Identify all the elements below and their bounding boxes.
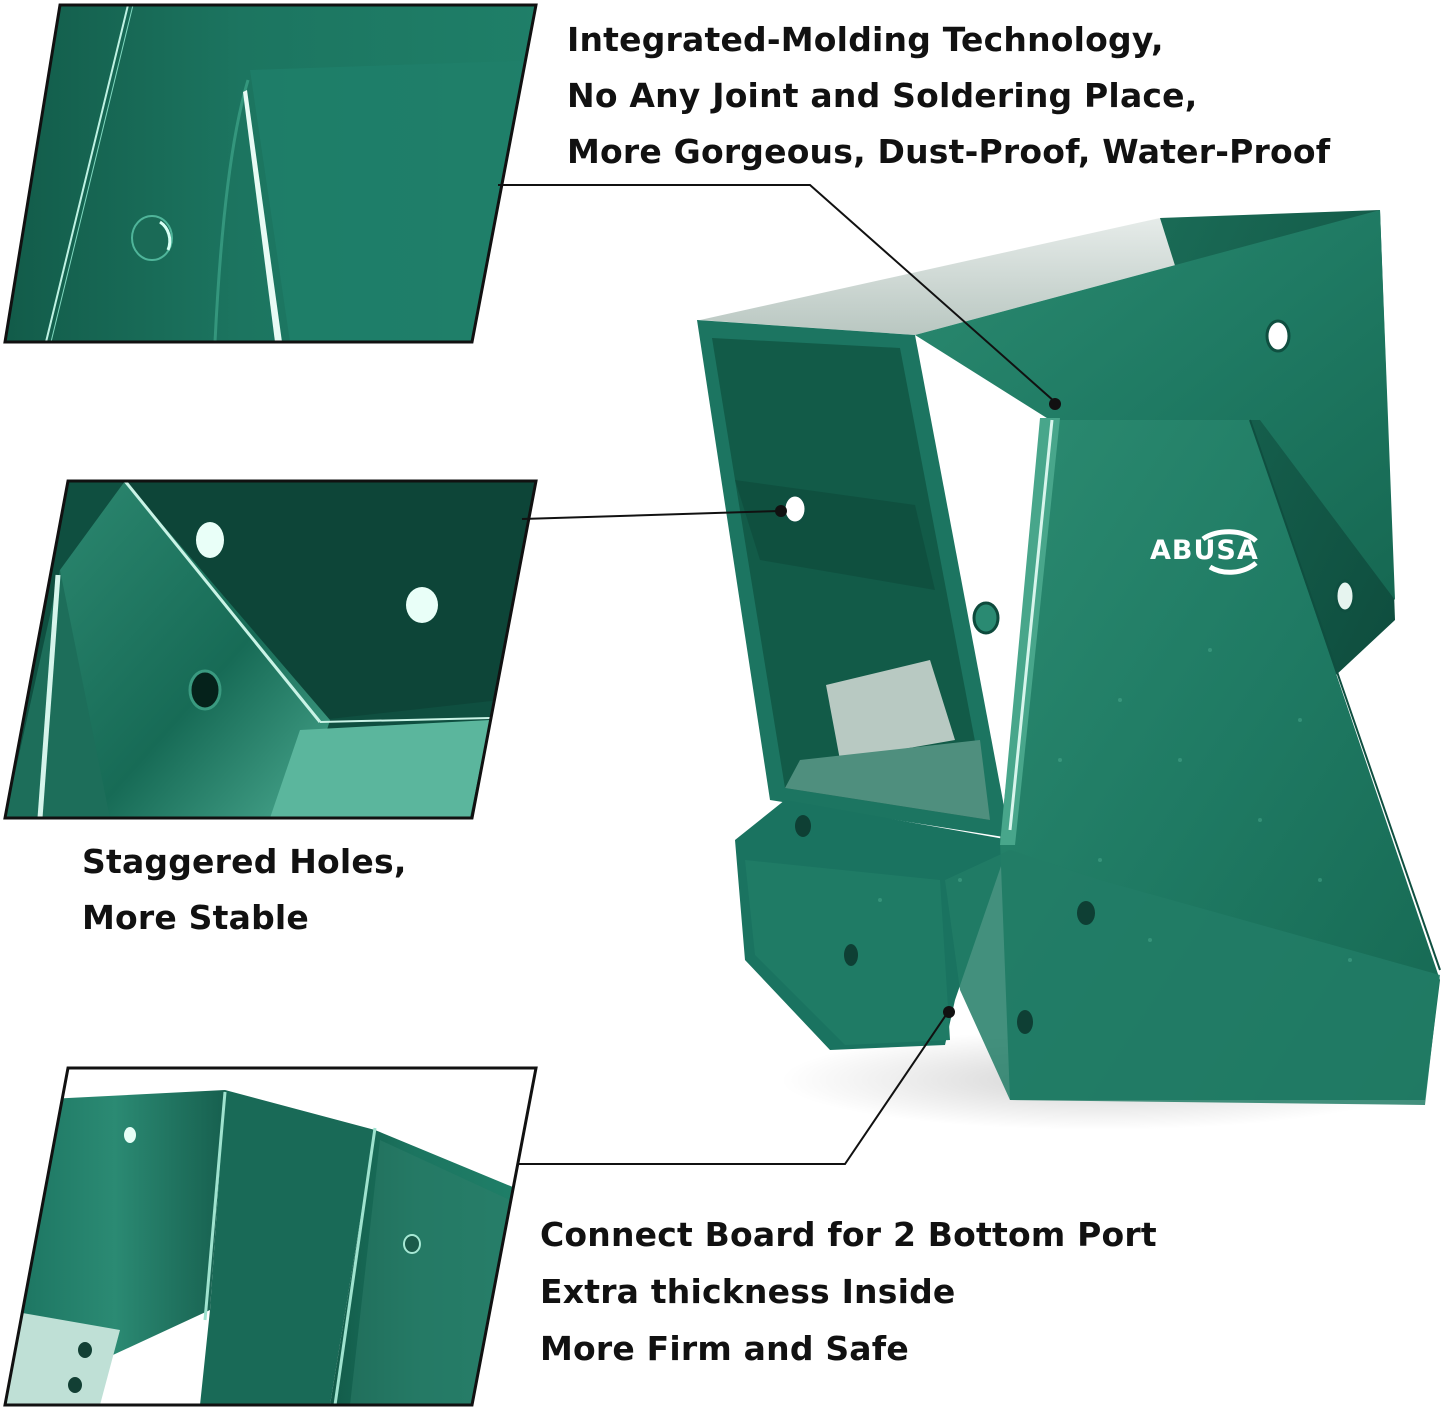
caption-integrated-molding: Integrated-Molding Technology, No Any Jo… bbox=[567, 12, 1330, 180]
caption-connect-board: Connect Board for 2 Bottom Port Extra th… bbox=[540, 1206, 1157, 1377]
callout-lines bbox=[498, 184, 1056, 1165]
caption-line: Staggered Holes, bbox=[82, 842, 407, 881]
caption-line: Integrated-Molding Technology, bbox=[567, 20, 1164, 59]
brand-logo: ABUSA bbox=[1148, 527, 1293, 577]
product-bracket bbox=[697, 210, 1441, 1130]
detail-panel-top bbox=[3, 3, 538, 344]
callout-dot-top bbox=[1049, 398, 1061, 410]
brand-logo-text: ABUSA bbox=[1150, 535, 1259, 566]
callout-line-bottom bbox=[519, 1011, 949, 1165]
caption-line: No Any Joint and Soldering Place, bbox=[567, 76, 1198, 115]
caption-line: More Firm and Safe bbox=[540, 1329, 909, 1368]
logo-swoosh-icon bbox=[1201, 529, 1258, 575]
detail-panel-middle bbox=[3, 479, 538, 820]
caption-line: More Gorgeous, Dust-Proof, Water-Proof bbox=[567, 132, 1331, 171]
callout-dots bbox=[775, 398, 1061, 1018]
caption-line: Extra thickness Inside bbox=[540, 1272, 956, 1311]
callout-line-middle bbox=[521, 510, 781, 520]
caption-line: More Stable bbox=[82, 898, 309, 937]
callout-dot-bottom bbox=[943, 1006, 955, 1018]
caption-staggered-holes: Staggered Holes, More Stable bbox=[82, 834, 407, 946]
callout-dot-middle bbox=[775, 505, 787, 517]
callout-line-top bbox=[498, 184, 1056, 403]
caption-line: Connect Board for 2 Bottom Port bbox=[540, 1215, 1157, 1254]
detail-panel-bottom bbox=[3, 1066, 538, 1407]
